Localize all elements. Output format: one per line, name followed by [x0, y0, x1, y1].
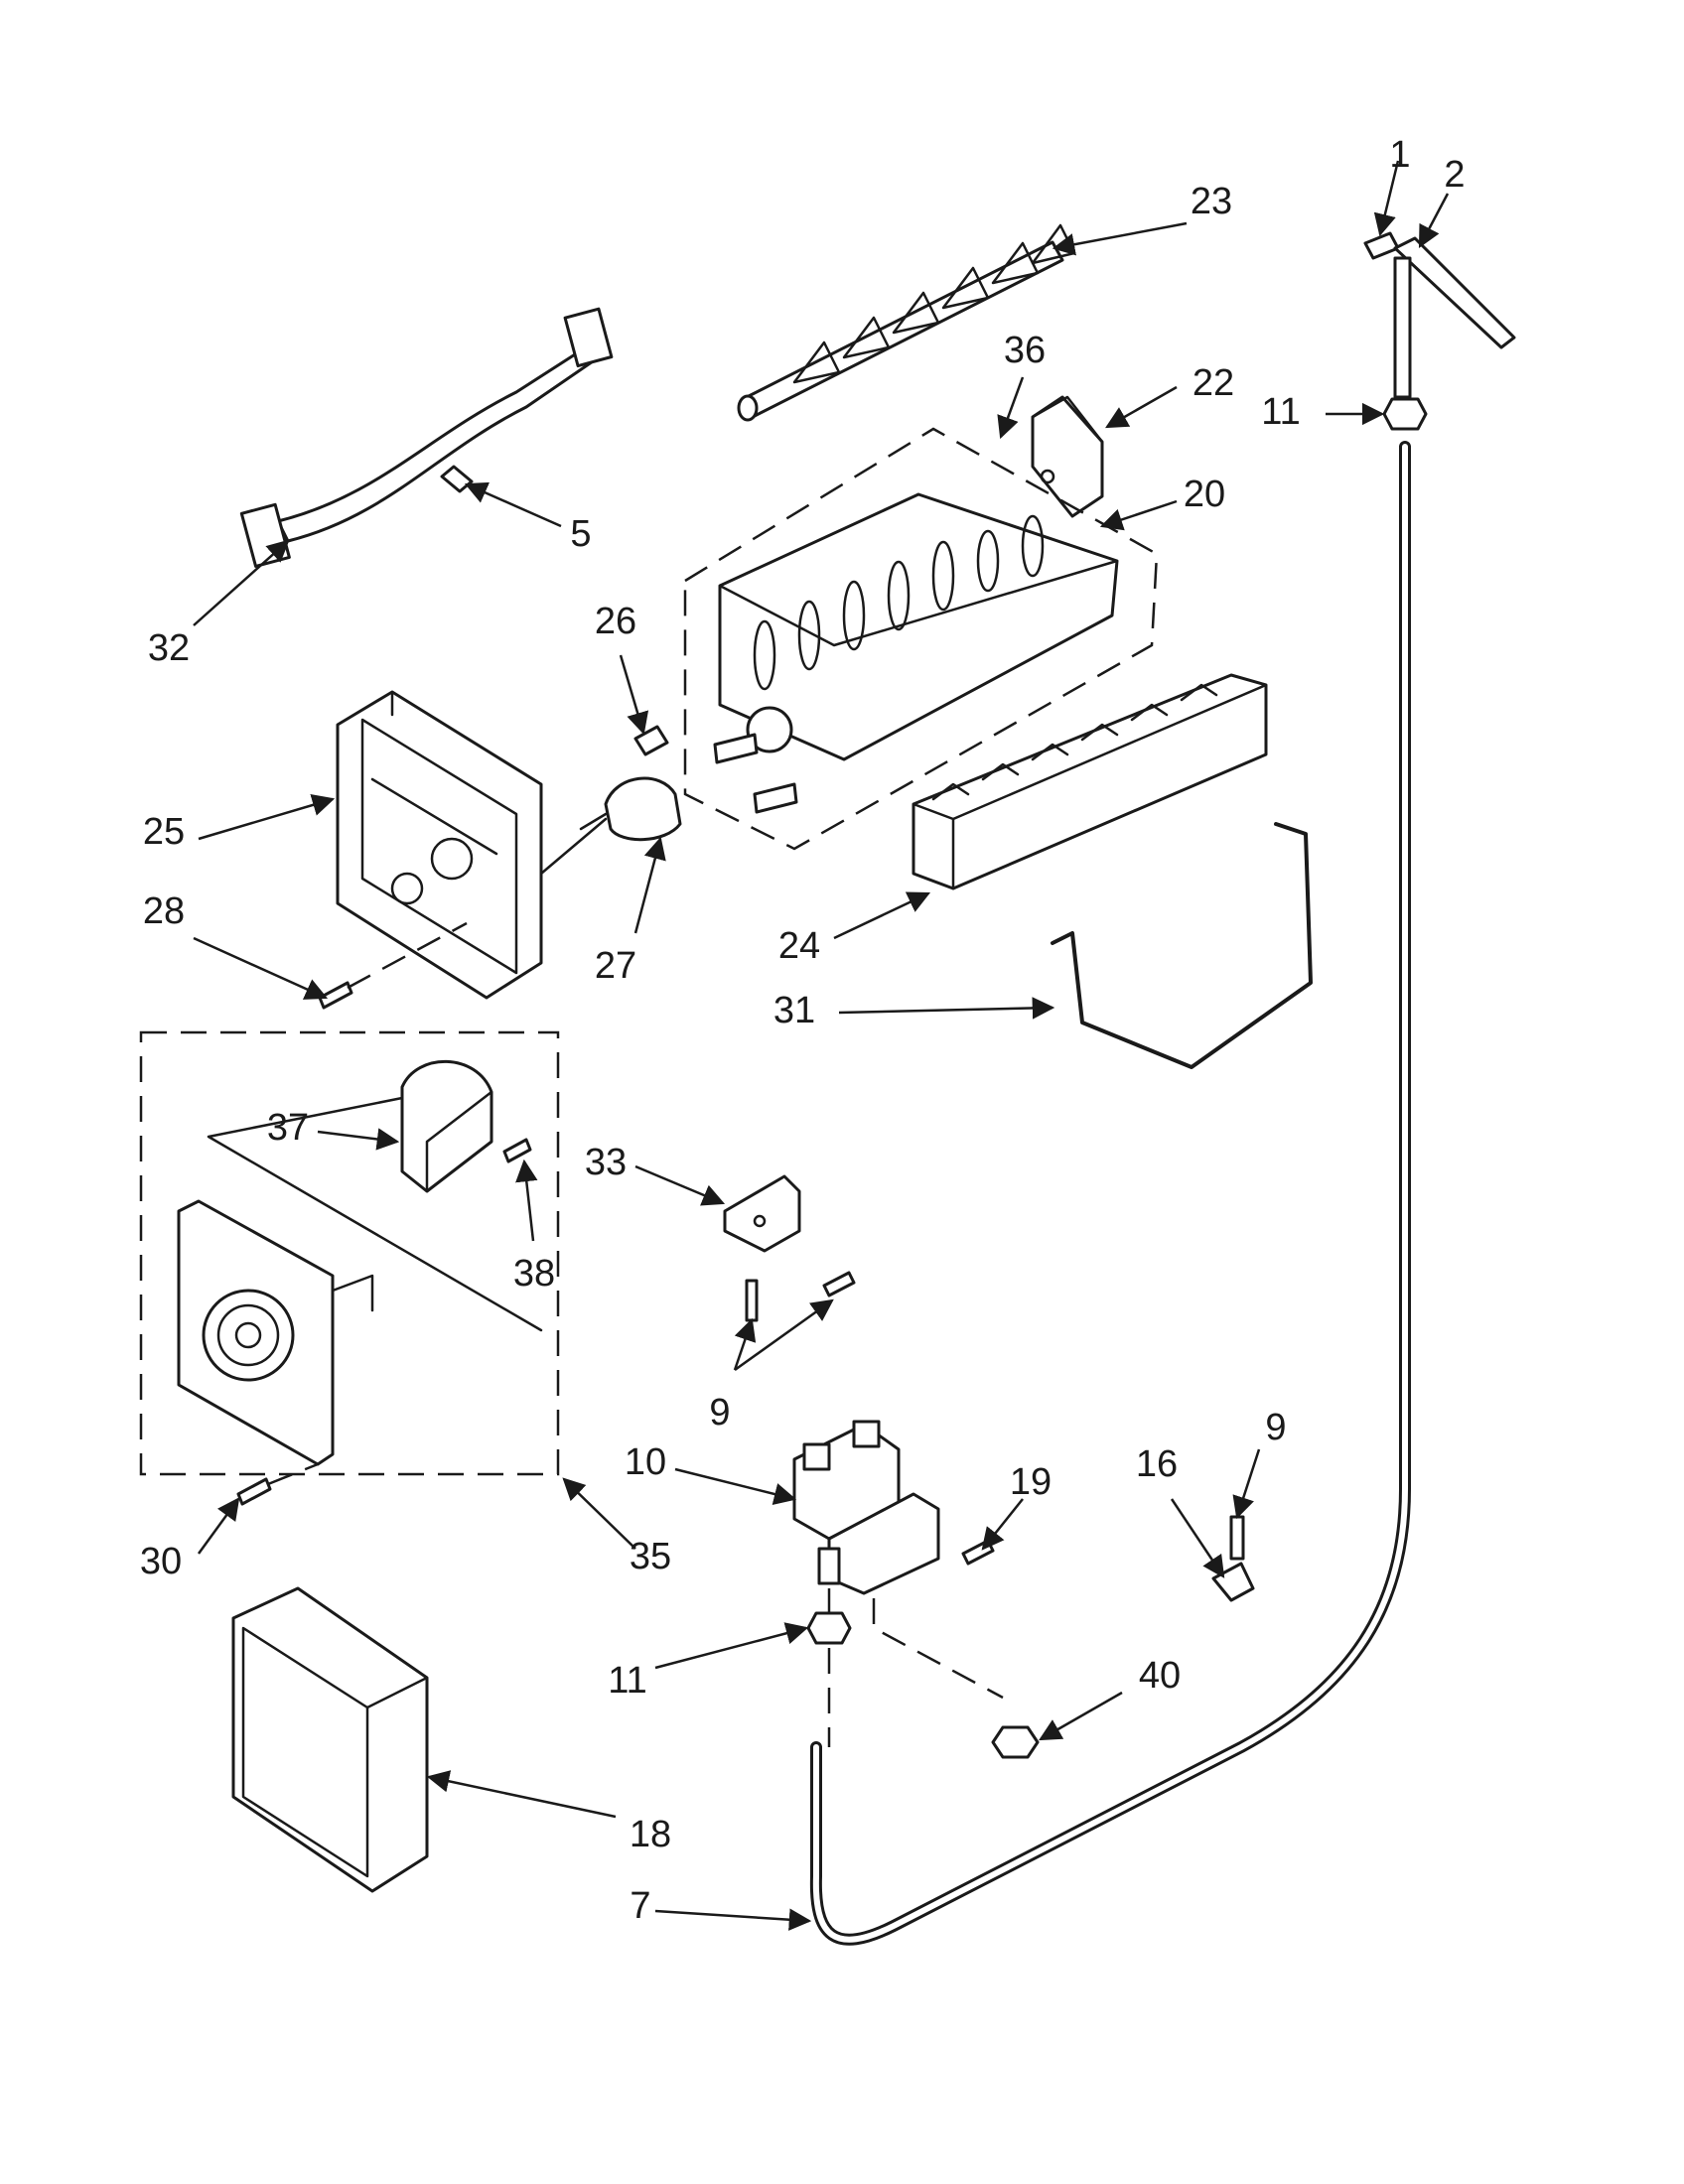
part-screw-30: [236, 1477, 272, 1506]
part-module-housing: [336, 690, 543, 1000]
callout-11-b: 11: [608, 1660, 646, 1702]
part-module-plate: [177, 1199, 374, 1466]
part-clamp-16: [1211, 1562, 1255, 1602]
part-thermostat-clip: [633, 725, 669, 756]
callout-22: 22: [1193, 362, 1234, 404]
part-screw-38: [502, 1138, 532, 1163]
callout-32: 32: [148, 627, 190, 669]
callout-20: 20: [1184, 474, 1225, 515]
callout-5: 5: [570, 513, 591, 555]
callout-1: 1: [1389, 134, 1410, 176]
part-screw-28: [318, 981, 353, 1010]
callout-16: 16: [1136, 1443, 1178, 1485]
callout-2: 2: [1444, 154, 1465, 196]
part-ice-stripper: [912, 673, 1268, 890]
callout-19: 19: [1010, 1461, 1052, 1503]
callout-9-a: 9: [709, 1392, 730, 1433]
callout-23: 23: [1191, 181, 1232, 222]
callout-30: 30: [140, 1541, 182, 1582]
part-water-valve: [792, 1420, 940, 1595]
part-screw-9-b: [1229, 1515, 1245, 1561]
part-screw-19: [961, 1539, 995, 1566]
part-nut-11-lower: [806, 1611, 852, 1645]
part-ejector-shaft: [737, 223, 1076, 422]
callout-10: 10: [625, 1441, 666, 1483]
callout-38: 38: [513, 1253, 555, 1295]
callout-7: 7: [630, 1885, 650, 1927]
part-thermostat: [579, 776, 682, 842]
callout-9-b: 9: [1265, 1407, 1286, 1448]
part-screw-9-a: [745, 1271, 856, 1322]
callout-35: 35: [630, 1536, 671, 1577]
kit-box-35: [139, 1030, 560, 1476]
part-nut-11-upper: [1382, 397, 1428, 431]
part-insulation-pad: [231, 1586, 429, 1893]
part-shutoff-arm: [1051, 822, 1313, 1069]
callout-37: 37: [267, 1107, 309, 1149]
part-wire-harness: [239, 307, 614, 568]
callout-11-a: 11: [1261, 391, 1300, 433]
part-motor-cover: [400, 1059, 493, 1193]
callout-28: 28: [143, 890, 185, 932]
callout-31: 31: [773, 990, 815, 1031]
part-fill-tube-top: [1363, 231, 1516, 399]
part-bracket-33: [723, 1174, 801, 1253]
part-fill-cup: [1031, 395, 1104, 518]
callout-27: 27: [595, 945, 636, 987]
part-water-tube: [809, 441, 1411, 1946]
callout-40: 40: [1139, 1655, 1181, 1697]
callout-24: 24: [778, 925, 820, 967]
callout-36: 36: [1004, 330, 1046, 371]
callout-33: 33: [585, 1142, 627, 1183]
callout-26: 26: [595, 601, 636, 642]
callout-25: 25: [143, 811, 185, 853]
part-ice-mold: [683, 427, 1159, 851]
callout-18: 18: [630, 1814, 671, 1855]
part-nut-40: [991, 1725, 1040, 1759]
